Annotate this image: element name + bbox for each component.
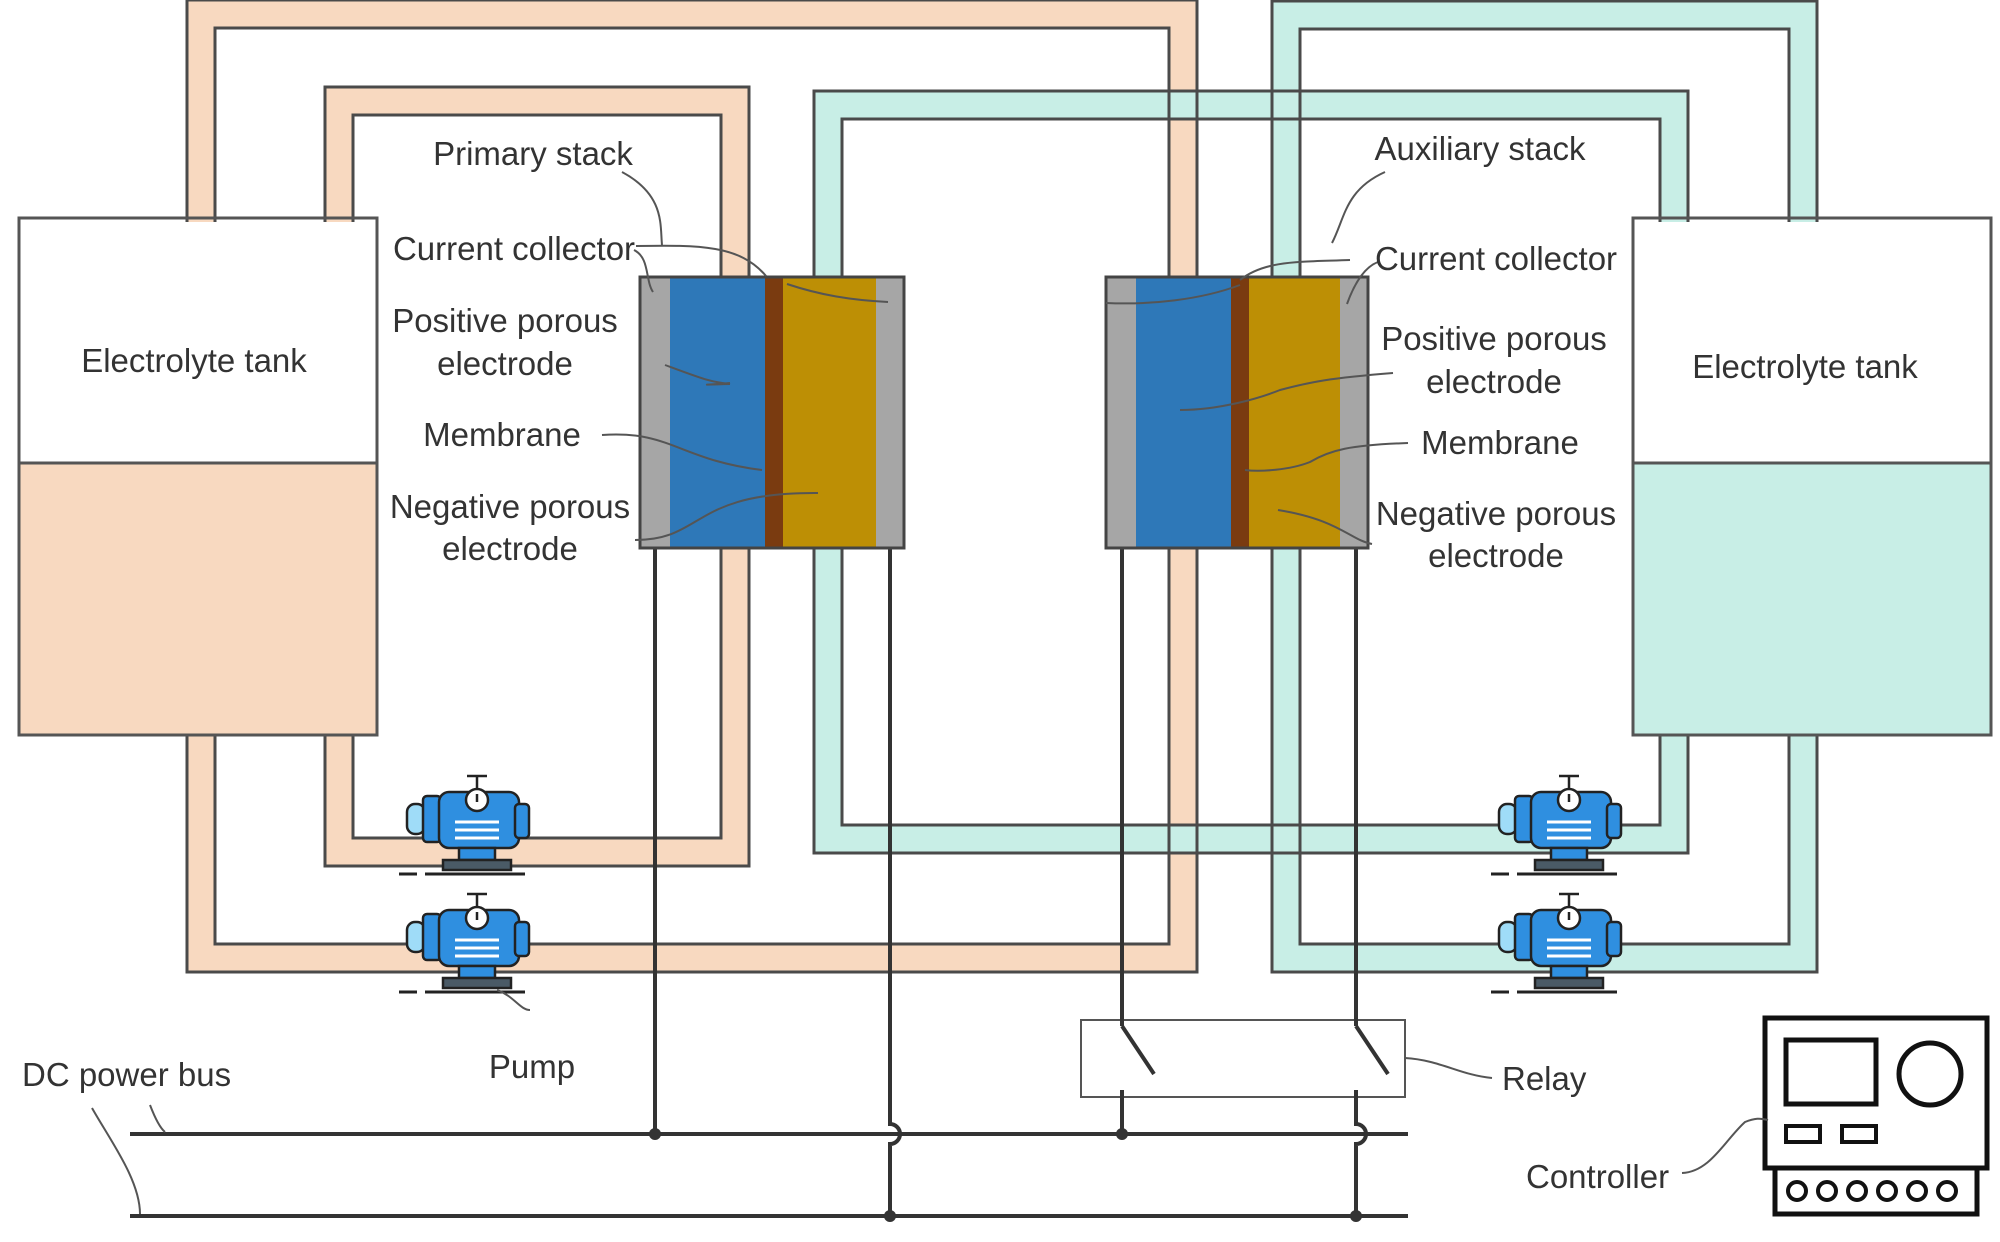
left-membrane-label: Membrane <box>423 416 581 453</box>
primary-stack-label: Primary stack <box>433 135 633 172</box>
text-labels: Electrolyte tank Electrolyte tank Primar… <box>22 130 1918 1195</box>
primary-stack <box>638 275 906 550</box>
right-positive-electrode-label-1: Positive porous <box>1381 320 1607 357</box>
right-tank-label: Electrolyte tank <box>1692 348 1918 385</box>
right-membrane-label: Membrane <box>1421 424 1579 461</box>
left-negative-electrode-label-2: electrode <box>442 530 578 567</box>
left-current-collector-label: Current collector <box>393 230 635 267</box>
relay <box>1080 1012 1406 1100</box>
left-negative-electrode-label-1: Negative porous <box>390 488 630 525</box>
controller-label: Controller <box>1526 1158 1669 1195</box>
right-negative-electrode-label-2: electrode <box>1428 537 1564 574</box>
leader-lines <box>91 171 1769 1215</box>
left-tank-label: Electrolyte tank <box>81 342 307 379</box>
auxiliary-stack-label: Auxiliary stack <box>1375 130 1586 167</box>
right-electrolyte-tank <box>1631 216 1993 737</box>
relay-label: Relay <box>1502 1060 1587 1097</box>
left-positive-electrode-label-2: electrode <box>437 345 573 382</box>
right-current-collector-label: Current collector <box>1375 240 1617 277</box>
left-electrolyte-tank <box>17 216 379 737</box>
dc-power-bus-label: DC power bus <box>22 1056 231 1093</box>
stack-wiring <box>649 548 1368 1222</box>
controller-icon <box>1762 1015 1990 1217</box>
pump-icon <box>1489 774 1623 876</box>
left-positive-electrode-label-1: Positive porous <box>392 302 618 339</box>
right-positive-electrode-label-2: electrode <box>1426 363 1562 400</box>
auxiliary-stack <box>1104 275 1370 550</box>
right-negative-electrode-label-1: Negative porous <box>1376 495 1616 532</box>
pump-label: Pump <box>489 1048 575 1085</box>
dc-power-bus <box>130 1132 1408 1218</box>
pump-icon <box>397 892 531 994</box>
pump-icon <box>1489 892 1623 994</box>
